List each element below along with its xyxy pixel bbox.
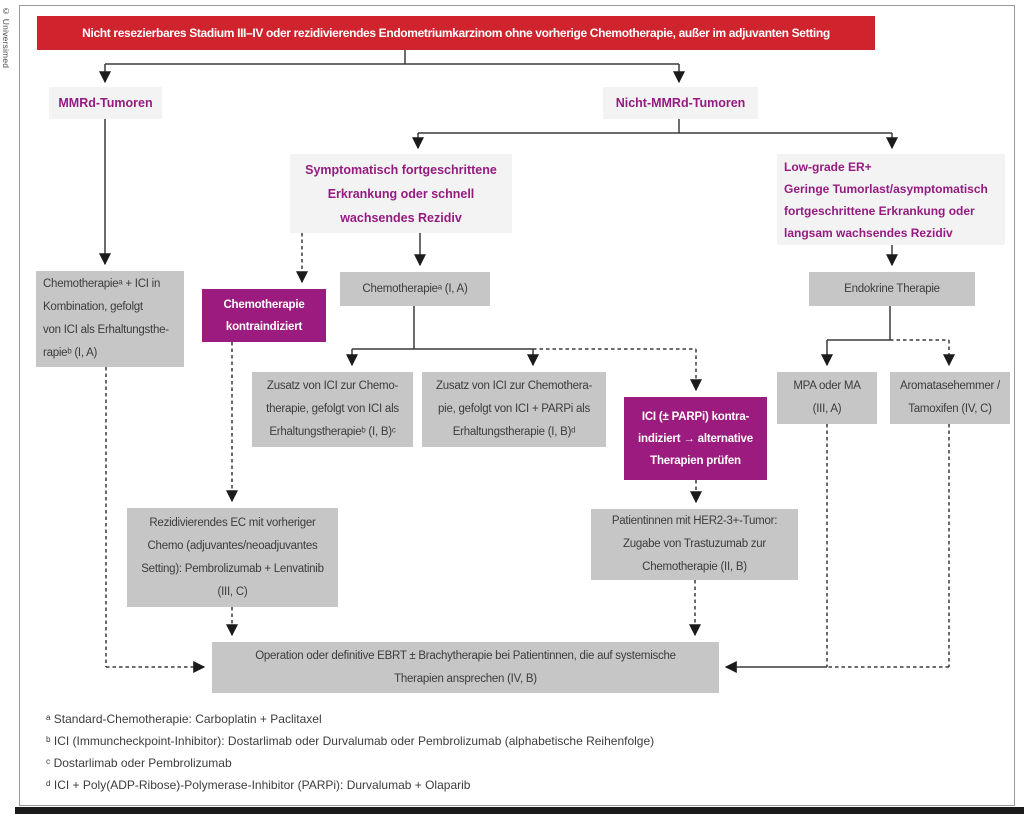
node-zusatz-ici-erhaltung: Zusatz von ICI zur Chemo- therapie, gefo… <box>252 372 413 447</box>
node-ici-parpi-kontraindiziert: ICI (± PARPi) kontra- indiziert → altern… <box>624 397 767 480</box>
bottom-bar <box>15 807 1024 814</box>
node-mpa-oder-ma: MPA oder MA (III, A) <box>777 372 877 424</box>
node-aromatasehemmer-tamoxifen: Aromatasehemmer / Tamoxifen (IV, C) <box>890 372 1010 424</box>
footnote-b: ᵇ ICI (Immuncheckpoint-Inhibitor): Dosta… <box>46 734 655 748</box>
node-nicht-mmrd-tumoren: Nicht-MMRd-Tumoren <box>603 87 758 119</box>
node-endokrine-therapie: Endokrine Therapie <box>809 272 975 306</box>
node-rezidivierendes-ec: Rezidivierendes EC mit vorheriger Chemo … <box>127 508 338 607</box>
copyright-credit: © Universimed <box>1 6 11 69</box>
node-low-grade-er: Low-grade ER+ Geringe Tumorlast/asymptom… <box>777 154 1005 245</box>
node-zusatz-ici-parpi: Zusatz von ICI zur Chemothera- pie, gefo… <box>422 372 606 447</box>
node-chemotherapie-ia: Chemotherapieᵃ (I, A) <box>340 272 490 306</box>
node-mmrd-tumoren: MMRd-Tumoren <box>49 87 162 119</box>
node-symptomatisch-rezidiv: Symptomatisch fortgeschrittene Erkrankun… <box>290 154 512 233</box>
node-chemotherapie-kontraindiziert: Chemotherapie kontraindiziert <box>202 289 326 342</box>
footnotes: ᵃ Standard-Chemotherapie: Carboplatin + … <box>46 708 996 796</box>
title-banner: Nicht resezierbares Stadium III–IV oder … <box>37 16 875 50</box>
node-operation-ebrt: Operation oder definitive EBRT ± Brachyt… <box>212 642 719 693</box>
footnote-c: ᶜ Dostarlimab oder Pembrolizumab <box>46 756 232 770</box>
footnote-a: ᵃ Standard-Chemotherapie: Carboplatin + … <box>46 712 322 726</box>
node-her2-trastuzumab: Patientinnen mit HER2-3+-Tumor: Zugabe v… <box>591 509 798 580</box>
footnote-d: ᵈ ICI + Poly(ADP-Ribose)-Polymerase-Inhi… <box>46 778 471 792</box>
node-chemo-ici-kombination: Chemotherapieᵃ + ICI in Kombination, gef… <box>36 271 184 367</box>
